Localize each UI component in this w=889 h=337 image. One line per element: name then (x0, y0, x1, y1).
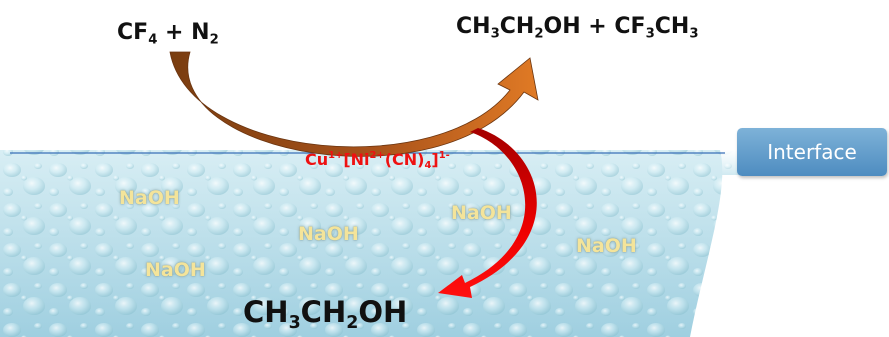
product-oh: OH (543, 14, 581, 39)
bottom-ch-b-sub: 2 (346, 313, 359, 334)
catalyst-close-bracket: ] (431, 150, 439, 169)
product-ch-a: CH (456, 14, 491, 39)
naoh-label: NaOH (576, 235, 637, 257)
bottom-ch-a-sub: 3 (288, 313, 301, 334)
reactant-formula: CF4 + N2 (117, 20, 219, 48)
bottom-product-formula: CH3CH2OH (243, 295, 407, 333)
n-subscript: 2 (209, 32, 219, 48)
catalyst-overall-charge: 1- (438, 150, 450, 162)
bottom-ch-b: CH (300, 295, 347, 329)
interface-label-text: Interface (767, 140, 857, 164)
naoh-label: NaOH (145, 259, 206, 281)
product-formula: CH3CH2OH + CF3CH3 (456, 14, 699, 42)
product-ch-c-sub: 3 (689, 26, 699, 42)
catalyst-cu: Cu (305, 150, 329, 169)
aqueous-region (0, 150, 760, 337)
naoh-label: NaOH (451, 202, 512, 224)
product-cf: CF (614, 14, 646, 39)
catalyst-ligand: (CN) (384, 150, 425, 169)
bottom-oh: OH (358, 295, 408, 329)
catalyst-ni-charge: 2+ (369, 150, 385, 162)
product-plus: + (588, 14, 607, 39)
naoh-label: NaOH (119, 187, 180, 209)
product-ch-b: CH (499, 14, 535, 39)
product-ch-a-sub: 3 (490, 26, 500, 42)
plus-sign: + (165, 20, 184, 45)
brown-reaction-arrow (169, 51, 539, 157)
catalyst-ni: [Ni (343, 150, 370, 169)
red-reaction-arrow (438, 128, 537, 298)
naoh-label: NaOH (298, 223, 359, 245)
cf-subscript: 4 (148, 32, 158, 48)
interface-label-box: Interface (737, 128, 887, 176)
product-cf-sub: 3 (645, 26, 655, 42)
catalyst-cu-charge: 1+ (328, 150, 344, 162)
bottom-ch-a: CH (243, 295, 289, 329)
cf-symbol: CF (117, 20, 149, 45)
n-symbol: N (191, 20, 210, 45)
catalyst-formula: Cu1+[Ni2+(CN)4]1- (305, 150, 450, 171)
catalyst-ligand-count: 4 (424, 159, 432, 171)
product-ch-b-sub: 2 (534, 26, 544, 42)
product-ch-c: CH (654, 14, 690, 39)
